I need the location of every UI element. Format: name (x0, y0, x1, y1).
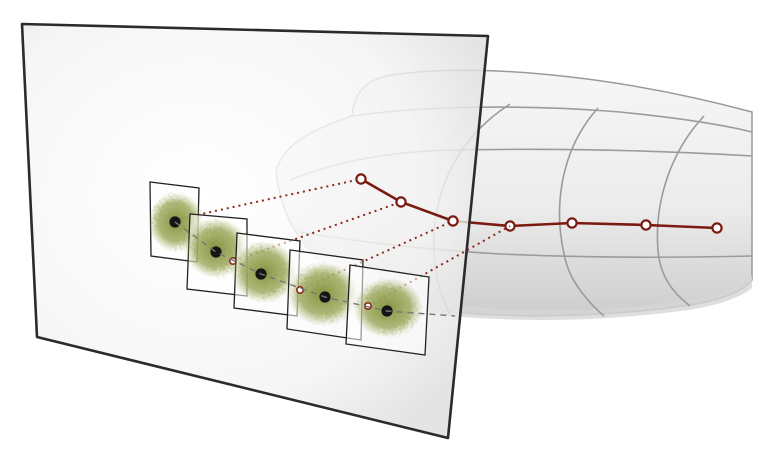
image-patches (148, 181, 430, 356)
patch-center-dot (210, 246, 222, 258)
trajectory-point (566, 217, 578, 229)
trajectory-point (447, 215, 459, 227)
image-patch (345, 264, 430, 356)
patch-center-dashed-link (174, 221, 456, 317)
trajectory-point (640, 219, 652, 231)
trajectory-point (711, 222, 723, 234)
surface-grid-line (656, 115, 705, 307)
image-plane (20, 22, 490, 440)
trajectory-point (395, 196, 407, 208)
projection-ray (299, 220, 454, 291)
patch-projected-point (295, 285, 304, 294)
trajectory-front (355, 173, 459, 227)
image-plane-fill (22, 24, 488, 438)
surface-grid-line (558, 107, 605, 317)
trajectory-point (355, 173, 367, 185)
projection-rays (173, 178, 511, 307)
projection-ray (173, 178, 362, 221)
image-plane-frame (20, 22, 490, 440)
